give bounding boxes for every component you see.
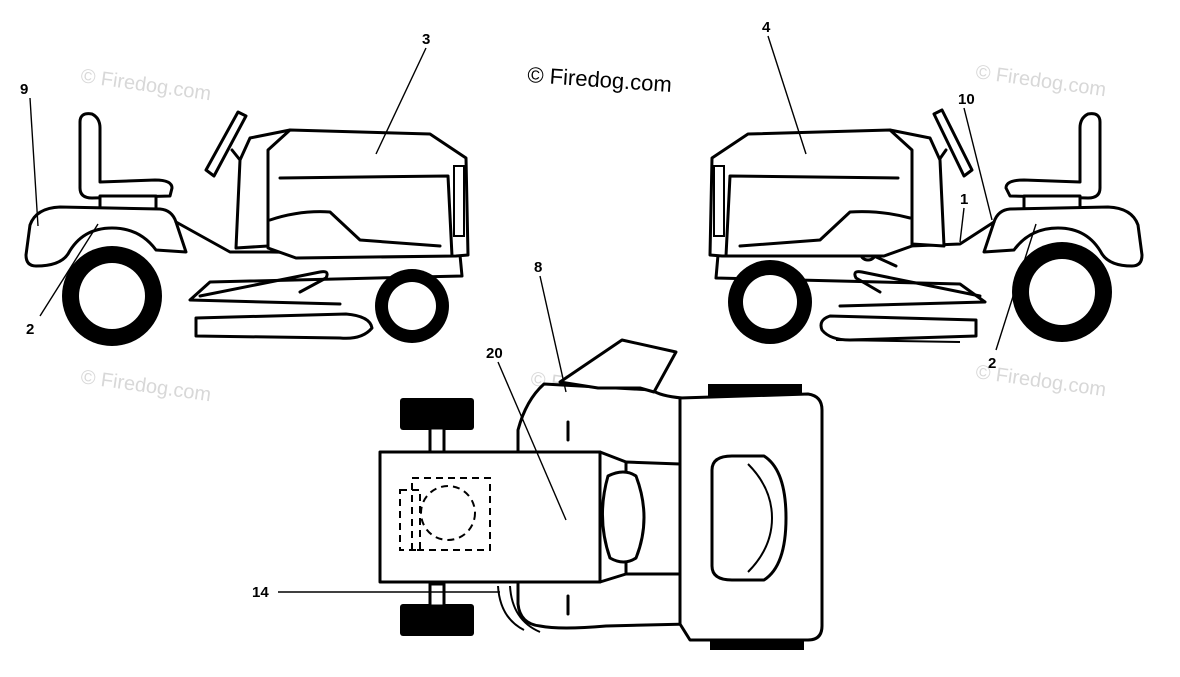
- tractor-left-side-view: [24, 110, 470, 346]
- tractor-right-side-view: [708, 108, 1144, 344]
- callout-20: 20: [486, 345, 503, 362]
- leader-3: [375, 47, 427, 155]
- callout-14: 14: [252, 584, 269, 601]
- mower-deck: [194, 312, 374, 340]
- steering-wheel-top: [601, 470, 646, 564]
- leader-lines: [29, 35, 1037, 593]
- grille: [453, 165, 465, 237]
- hood-top: [378, 450, 602, 584]
- leader-1: [959, 207, 965, 243]
- lift-lever: [872, 254, 898, 268]
- leader-4: [767, 35, 807, 155]
- footrest: [853, 270, 982, 298]
- rear-fender: [24, 205, 188, 268]
- watermark-top-right: © Firedog.com: [974, 61, 1107, 101]
- watermark-mid-left: © Firedog.com: [79, 366, 212, 406]
- leader-20: [497, 361, 567, 521]
- rear-fender: [982, 205, 1144, 268]
- copyright-label: © Firedog.com: [527, 62, 673, 97]
- tractor-top-view: [378, 338, 824, 650]
- front-wheel-hub: [743, 275, 797, 329]
- footrest: [198, 270, 329, 298]
- leader-9: [29, 97, 39, 227]
- bumper-curve: [747, 463, 774, 573]
- callouts: 3 4 9 2 10 1 2 8 20 14: [20, 19, 996, 601]
- callout-4: 4: [762, 19, 771, 36]
- seat-top: [558, 338, 678, 394]
- leader-10: [963, 107, 993, 221]
- engine-outline-side: [399, 489, 421, 551]
- grille: [713, 165, 725, 237]
- hood-lower-line: [268, 210, 442, 248]
- steering-wheel: [204, 110, 248, 178]
- rear-axle-bottom: [428, 582, 446, 608]
- callout-9: 9: [20, 81, 28, 98]
- callout-3: 3: [422, 31, 430, 48]
- callout-2-right: 2: [988, 355, 996, 372]
- callout-10: 10: [958, 91, 975, 108]
- leader-8: [539, 275, 567, 393]
- deck-skirt: [835, 339, 961, 343]
- hood: [266, 128, 470, 260]
- rear-wheel-hub: [1029, 259, 1095, 325]
- callout-2-left: 2: [26, 321, 34, 338]
- steering-wheel: [932, 108, 974, 178]
- engine-flywheel-outline: [420, 485, 476, 541]
- watermark-top-left: © Firedog.com: [79, 65, 212, 105]
- watermarks: © Firedog.com © Firedog.com © Firedog.co…: [79, 61, 1107, 408]
- rear-tire-bottom: [400, 604, 474, 636]
- front-bumper-pad: [710, 454, 788, 582]
- cable-2: [509, 585, 541, 633]
- engine-outline: [411, 477, 491, 551]
- rear-wheel-hub: [79, 263, 145, 329]
- frame: [714, 220, 996, 308]
- callout-1: 1: [960, 191, 968, 208]
- seat: [1004, 112, 1102, 200]
- hood-side-line: [724, 174, 900, 258]
- rear-tire-top: [400, 398, 474, 430]
- hood-side-line: [278, 174, 454, 258]
- hood-lower-line: [738, 210, 912, 248]
- callout-8: 8: [534, 259, 542, 276]
- leader-2-right: [995, 223, 1037, 351]
- frame: [174, 220, 464, 306]
- mower-deck: [819, 314, 978, 342]
- rear-axle-top: [428, 426, 446, 454]
- seat: [78, 112, 174, 200]
- leader-2-left: [39, 223, 99, 317]
- front-wheel-hub: [388, 282, 436, 330]
- cable: [497, 585, 525, 631]
- hood: [708, 128, 914, 258]
